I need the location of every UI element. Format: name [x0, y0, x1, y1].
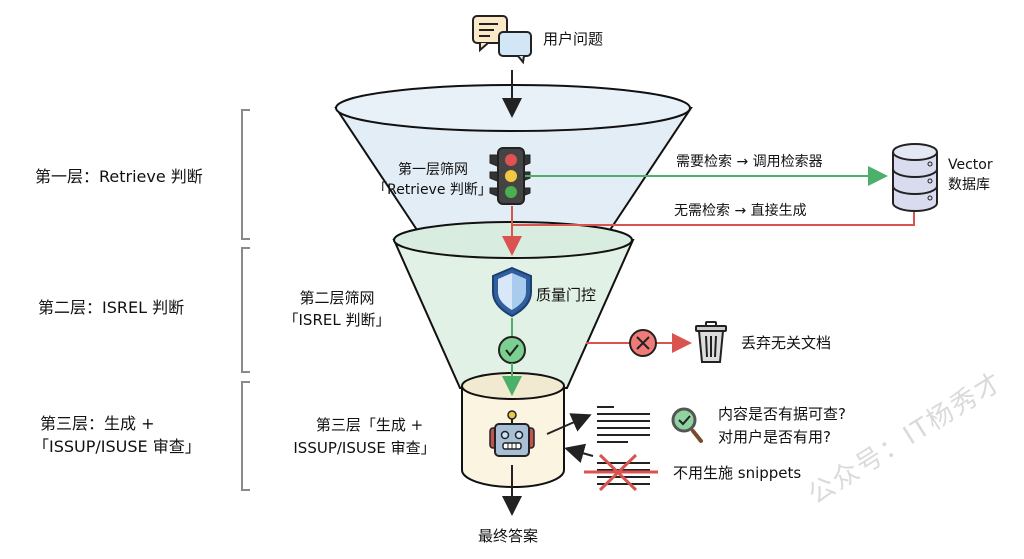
- traffic-light-icon: [489, 147, 531, 205]
- final-answer-label: 最终答案: [478, 527, 539, 545]
- check-label-1: 内容是否有据可查?: [718, 405, 846, 423]
- magnifier-check-icon: [671, 407, 703, 443]
- shield-icon: [492, 266, 532, 318]
- layer-3-side-label-2: 「ISSUP/ISUSE 审查」: [33, 437, 201, 456]
- arrow-no-retrieve: [512, 212, 915, 226]
- trash-icon: [695, 321, 727, 363]
- arrow-robot-to-doc: [546, 413, 592, 435]
- document-icon: [597, 406, 650, 443]
- crossed-snippet-icon: [584, 453, 658, 492]
- layer-3-inner-line-2: ISSUP/ISUSE 审查」: [293, 439, 436, 457]
- discard-label: 丢弃无关文档: [741, 334, 832, 352]
- vector-db-label-1: Vector: [948, 157, 993, 173]
- layer-3-inner-line-1: 第三层「生成 +: [315, 416, 424, 434]
- arrow-doc-to-robot: [564, 443, 594, 463]
- bracket-layer-3: [241, 381, 250, 491]
- robot-icon: [489, 410, 535, 457]
- user-question-label: 用户问题: [543, 30, 604, 48]
- layer-2-inner-subtitle: 「ISREL 判断」: [283, 311, 391, 329]
- layer-1-side-label: 第一层：Retrieve 判断: [35, 167, 203, 186]
- bracket-layer-2: [241, 247, 250, 373]
- layer-2-side-label: 第二层：ISREL 判断: [38, 298, 185, 317]
- check-circle-icon: [498, 336, 526, 364]
- layer-1-inner-subtitle: 「Retrieve 判断」: [373, 182, 492, 198]
- vector-db-label-2: 数据库: [948, 177, 990, 193]
- bracket-layer-1: [241, 109, 250, 240]
- layer-2-inner-title: 第二层筛网: [299, 289, 375, 307]
- no-fabricate-label: 不用生施 snippets: [673, 464, 802, 482]
- chat-bubbles-icon: [472, 15, 532, 65]
- need-retrieve-label: 需要检索 → 调用检索器: [676, 154, 823, 170]
- check-label-2: 对用户是否有用?: [718, 428, 831, 446]
- database-icon: [892, 143, 938, 212]
- no-retrieve-label: 无需检索 → 直接生成: [674, 203, 807, 219]
- quality-gate-label: 质量门控: [536, 286, 597, 304]
- layer-3-side-label-1: 第三层：生成 +: [40, 414, 155, 433]
- layer-1-inner-title: 第一层筛网: [398, 162, 468, 178]
- checkmark-glyph: [505, 344, 519, 357]
